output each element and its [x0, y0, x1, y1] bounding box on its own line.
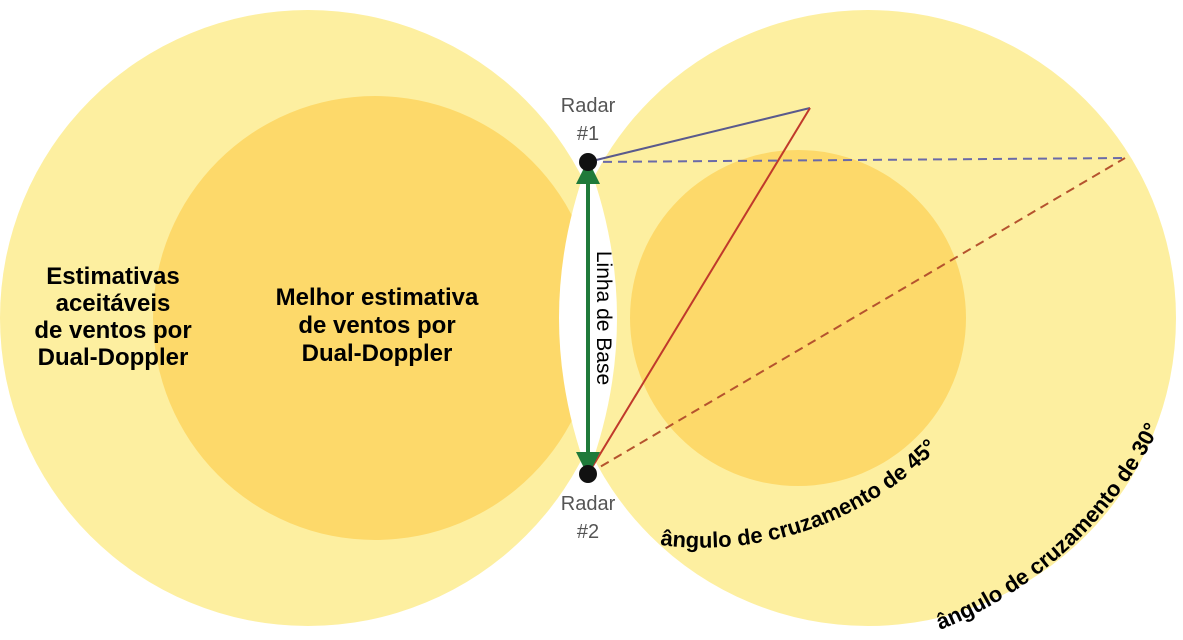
inner-circle-right	[630, 150, 966, 486]
radar-1-label-line1: Radar	[561, 95, 616, 117]
line-45-diagonal	[587, 107, 811, 475]
inner-circle-left	[153, 96, 597, 540]
baseline-label: Linha de Base	[592, 251, 615, 385]
radar-2-dot	[579, 465, 597, 483]
inner-region-line3: Dual-Doppler	[302, 340, 453, 367]
line-45-top	[587, 107, 811, 163]
radar-2-label-line2: #2	[577, 521, 599, 543]
inner-region-line1: Melhor estimativa	[276, 284, 479, 311]
outer-region-line2: aceitáveis	[56, 290, 171, 317]
radar-2-label-line1: Radar	[561, 493, 616, 515]
outer-region-line1: Estimativas	[46, 263, 179, 290]
radar-1-dot	[579, 153, 597, 171]
outer-region-line4: Dual-Doppler	[38, 344, 189, 371]
inner-region-line2: de ventos por	[298, 312, 455, 339]
outer-region-line3: de ventos por	[34, 317, 191, 344]
radar-1-label-line2: #1	[577, 123, 599, 145]
